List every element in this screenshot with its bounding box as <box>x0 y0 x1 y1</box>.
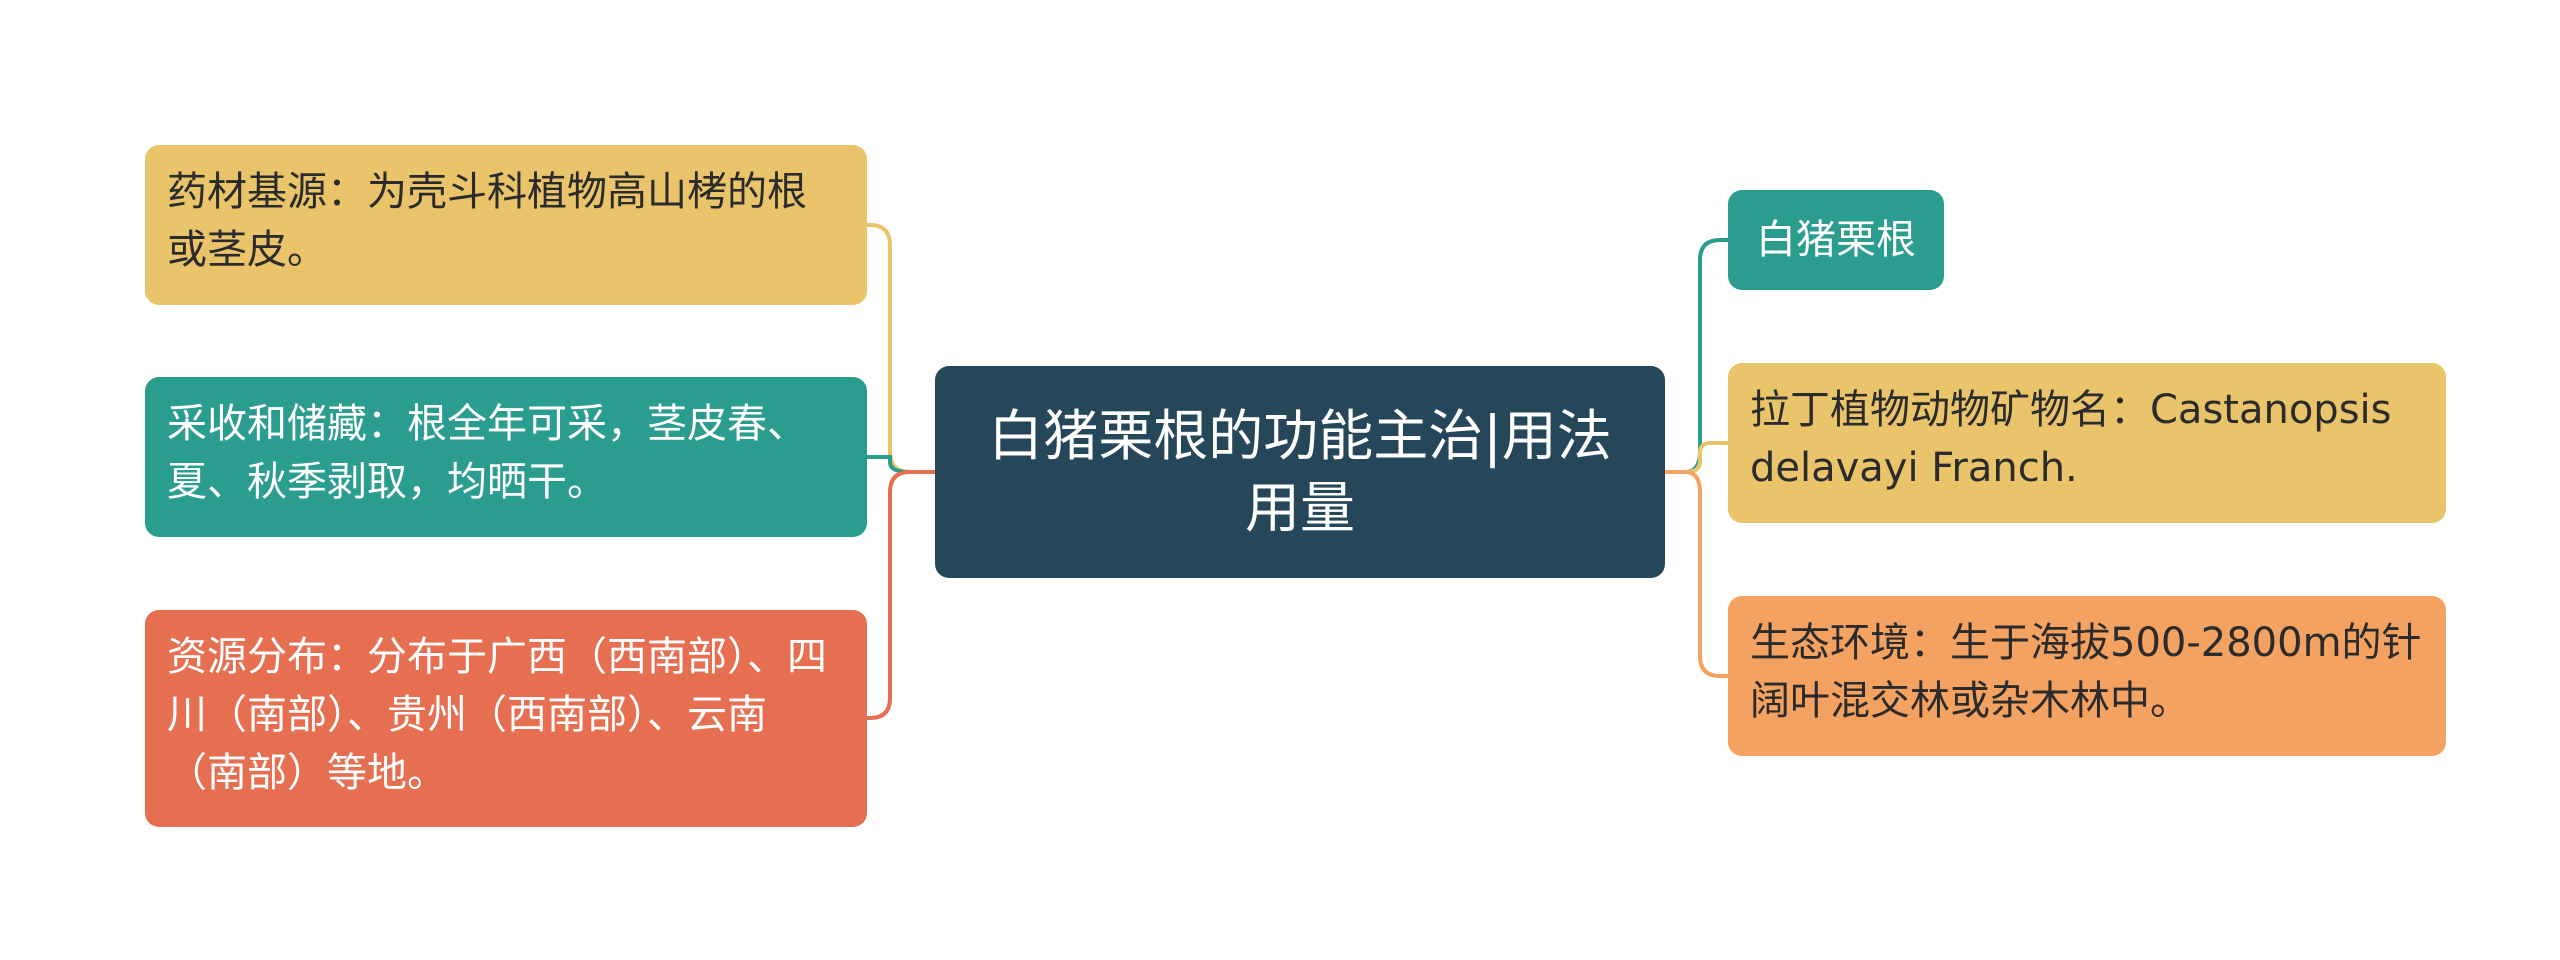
left-topic-harvest-label: 采收和储藏：根全年可采，茎皮春、夏、秋季剥取，均晒干。 <box>167 401 807 505</box>
right-topic-name-label: 白猪栗根 <box>1756 217 1916 263</box>
right-topic-latin-name-label: 拉丁植物动物矿物名：Castanopsis delavayi Franch. <box>1750 387 2392 491</box>
root-topic[interactable]: 白猪栗根的功能主治|用法用量 <box>935 366 1665 578</box>
connector-left-2 <box>867 455 935 474</box>
right-topic-name[interactable]: 白猪栗根 <box>1728 190 1944 290</box>
root-topic-label: 白猪栗根的功能主治|用法用量 <box>988 404 1612 540</box>
left-topic-distribution[interactable]: 资源分布：分布于广西（西南部）、四川（南部）、贵州（西南部）、云南（南部）等地。 <box>145 610 867 827</box>
right-topic-habitat-label: 生态环境：生于海拔500-2800m的针阔叶混交林或杂木林中。 <box>1750 620 2422 724</box>
right-topic-latin-name[interactable]: 拉丁植物动物矿物名：Castanopsis delavayi Franch. <box>1728 363 2446 523</box>
right-topic-habitat[interactable]: 生态环境：生于海拔500-2800m的针阔叶混交林或杂木林中。 <box>1728 596 2446 756</box>
left-topic-distribution-label: 资源分布：分布于广西（西南部）、四川（南部）、贵州（西南部）、云南（南部）等地。 <box>167 634 827 796</box>
connector-right-3 <box>1665 470 1728 678</box>
connector-left-1 <box>867 223 935 474</box>
left-topic-harvest[interactable]: 采收和储藏：根全年可采，茎皮春、夏、秋季剥取，均晒干。 <box>145 377 867 537</box>
left-topic-source[interactable]: 药材基源：为壳斗科植物高山栲的根或茎皮。 <box>145 145 867 305</box>
left-topic-source-label: 药材基源：为壳斗科植物高山栲的根或茎皮。 <box>167 169 807 273</box>
connector-right-2 <box>1665 441 1728 474</box>
connector-left-3 <box>867 470 935 720</box>
connector-right-1 <box>1665 238 1728 474</box>
